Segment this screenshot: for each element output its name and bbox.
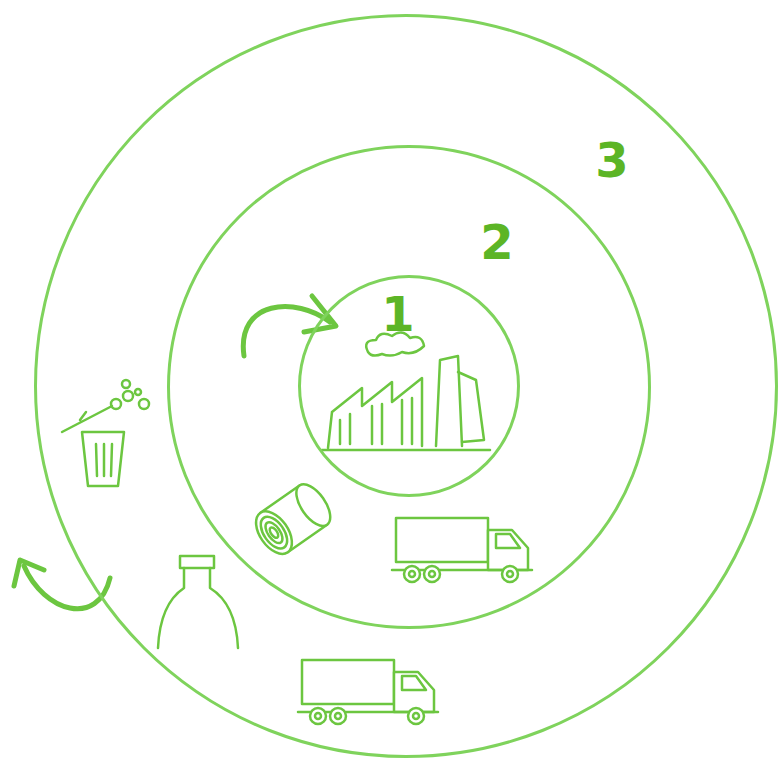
ring-circle	[169, 147, 650, 628]
truck-icon	[392, 518, 532, 582]
ring-number: 3	[595, 136, 628, 184]
ring-circle	[36, 16, 777, 757]
ring-outline	[167, 145, 651, 629]
bottle-icon	[158, 556, 238, 648]
ring-number: 1	[381, 290, 414, 338]
truck-icon	[298, 660, 438, 724]
ring-region: 21	[167, 145, 651, 629]
ring-region: 321	[34, 14, 778, 758]
ring-outline	[34, 14, 778, 758]
inflow-arrow	[243, 296, 336, 356]
bin-icon	[62, 380, 149, 486]
ring-region: 1	[298, 275, 520, 497]
return-arrow	[14, 560, 110, 609]
coil-icon	[249, 479, 337, 561]
ring-number: 2	[480, 218, 513, 266]
ring-circle	[300, 277, 519, 496]
factory-icon	[322, 332, 490, 450]
